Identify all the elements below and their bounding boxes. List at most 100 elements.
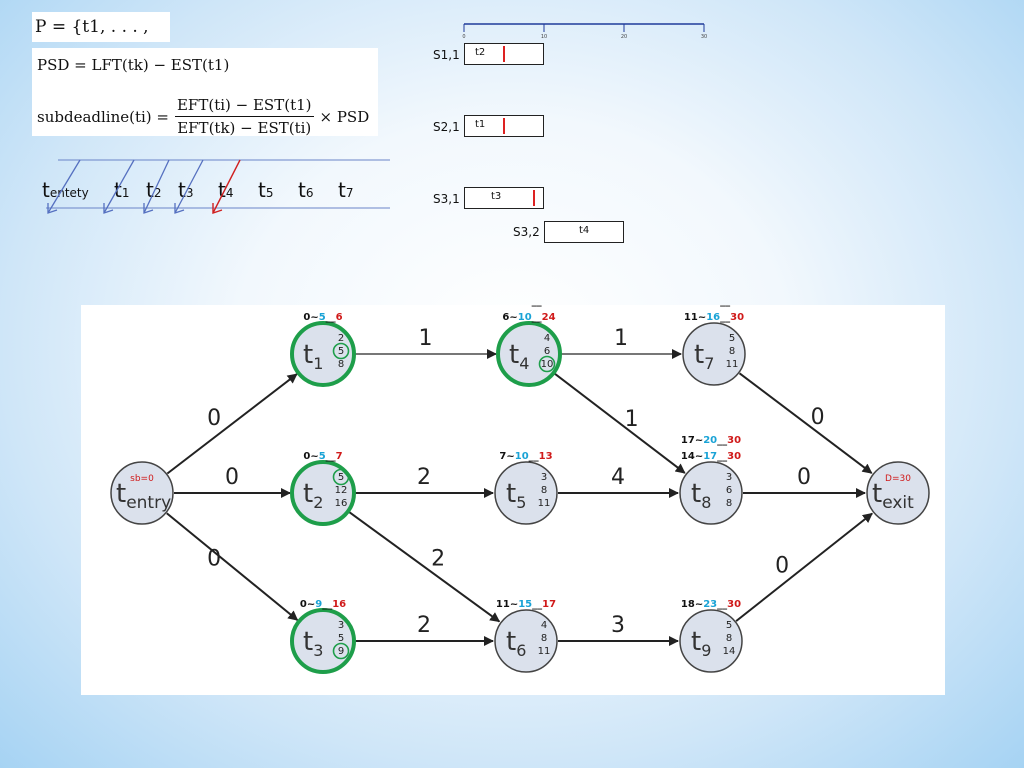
node-value-t2-0: 5	[338, 472, 344, 483]
gantt-tick-label-2: 20	[621, 34, 627, 40]
formula-subdeadline: subdeadline(ti) = EFT(ti) − EST(t1) EFT(…	[37, 96, 369, 137]
edge-weight-t2-t5: 2	[417, 465, 431, 490]
node-value-t4-2: 10	[541, 359, 554, 370]
node-value-circle-t3	[332, 642, 350, 660]
node-timing-t7-1: 11~16__30	[684, 312, 744, 323]
edge-weight-t5-t8: 4	[611, 465, 625, 490]
edge-t7-texit	[738, 372, 873, 474]
edge-weight-t3-t6: 2	[417, 613, 431, 638]
gantt-row-label-3: S3,2	[513, 225, 540, 239]
gantt-tick-label-0: 0	[462, 34, 465, 40]
edge-weight-tentry-t1: 0	[207, 406, 221, 431]
node-value-t1-0: 2	[338, 333, 344, 344]
node-label-t8: t8	[691, 479, 711, 512]
edge-weight-tentry-t3: 0	[207, 547, 221, 572]
gantt-bar-task-0: t2	[475, 47, 486, 58]
node-value-t7-0: 5	[729, 333, 735, 344]
node-value-t8-0: 3	[726, 472, 732, 483]
node-tag-tentry: sb=0	[130, 474, 154, 484]
gantt-bar-marker-1	[503, 118, 505, 134]
node-value-t7-1: 8	[729, 346, 735, 357]
node-value-t5-0: 3	[541, 472, 547, 483]
gantt-row-label-1: S2,1	[433, 120, 460, 134]
edge-tentry-t1	[166, 373, 298, 475]
node-value-t4-0: 4	[544, 333, 550, 344]
node-timing-t6-0: 11~15__17	[496, 599, 556, 610]
node-label-t6: t6	[506, 627, 526, 660]
node-label-texit: texit	[872, 479, 914, 513]
node-timing-t1-0: 0~5__6	[303, 312, 342, 323]
edge-tentry-t3	[166, 512, 299, 621]
node-timing-t2-0: 0~5__7	[303, 451, 342, 462]
node-value-t8-1: 6	[726, 485, 732, 496]
subdeadline-lhs: subdeadline(ti) =	[37, 107, 169, 126]
seq-arrowhead-red	[212, 203, 223, 214]
node-t7: t7 5 8 11 17~22__30 11~16__30	[682, 296, 746, 386]
node-timing-t9-0: 18~23__30	[681, 599, 741, 610]
gantt-tick-label-3: 30	[701, 34, 707, 40]
node-value-t5-2: 11	[538, 498, 551, 509]
node-circle-t2	[290, 460, 356, 526]
node-circle-t8	[679, 461, 743, 525]
node-value-t3-0: 3	[338, 620, 344, 631]
node-label-t7: t7	[694, 340, 714, 373]
edge-weight-tentry-t2: 0	[225, 465, 239, 490]
node-value-t3-1: 5	[338, 633, 344, 644]
node-value-t9-1: 8	[726, 633, 732, 644]
edge-weight-t9-texit: 0	[775, 553, 789, 578]
node-label-tentry: tentry	[116, 479, 171, 513]
node-circle-t9	[679, 609, 743, 673]
seq-arrow-1	[103, 159, 135, 214]
node-circle-texit	[866, 461, 930, 525]
node-value-circle-t4	[538, 355, 556, 373]
subdeadline-denominator: EFT(tk) − EST(ti)	[177, 119, 312, 137]
node-label-t9: t9	[691, 627, 711, 660]
edge-weight-t2-t6: 2	[431, 547, 445, 572]
seq-item-4: t4	[218, 178, 233, 202]
gantt-tick-label-1: 10	[541, 34, 547, 40]
subdeadline-fraction: EFT(ti) − EST(t1) EFT(tk) − EST(ti)	[174, 96, 314, 137]
gantt-bar-2: t3	[464, 187, 544, 209]
seq-item-3: t3	[178, 178, 193, 202]
node-t2: t2 5 12 16 0~5__7	[290, 451, 356, 526]
node-circle-tentry	[110, 461, 174, 525]
node-value-t9-0: 5	[726, 620, 732, 631]
seq-arrow-red	[212, 159, 241, 214]
node-value-circle-t2	[332, 468, 350, 486]
gantt-bar-task-3: t4	[579, 225, 590, 236]
formula-psd: PSD = LFT(tk) − EST(t1)	[37, 56, 230, 74]
formula-panel: PSD = LFT(tk) − EST(t1) subdeadline(ti) …	[32, 48, 378, 137]
edge-weight-t6-t9: 3	[611, 613, 625, 638]
node-value-t3-2: 9	[338, 646, 344, 657]
subdeadline-rhs: × PSD	[319, 107, 370, 126]
seq-arrowhead-2	[143, 203, 154, 214]
edge-t4-t8	[553, 372, 686, 474]
gantt-axis: 0 10 20 30	[462, 23, 707, 40]
seq-item-0: tentety	[42, 178, 89, 202]
node-timing-t3-0: 0~9__16	[300, 599, 346, 610]
node-value-t6-2: 11	[538, 646, 551, 657]
seq-arrowhead-0	[47, 203, 58, 214]
node-timing-t7-0: 17~22__30	[684, 305, 744, 307]
edge-weight-t1-t4: 1	[419, 326, 433, 351]
seq-arrowhead-1	[103, 203, 114, 214]
node-label-t2: t2	[303, 479, 323, 512]
seq-arrow-3	[174, 159, 204, 214]
node-tag-texit: D=30	[885, 474, 911, 484]
edge-weight-t7-texit: 0	[811, 405, 825, 430]
seq-item-5: t5	[258, 178, 273, 202]
node-circle-t7	[682, 322, 746, 386]
node-value-t1-2: 8	[338, 359, 344, 370]
seq-arrow-0	[47, 159, 81, 214]
node-value-t7-2: 11	[726, 359, 739, 370]
edge-weight-t4-t8: 1	[625, 407, 639, 432]
gantt-bar-task-1: t1	[475, 119, 486, 130]
edge-weight-t8-texit: 0	[797, 465, 811, 490]
node-value-t2-1: 12	[335, 485, 348, 496]
node-value-t2-2: 16	[335, 498, 348, 509]
